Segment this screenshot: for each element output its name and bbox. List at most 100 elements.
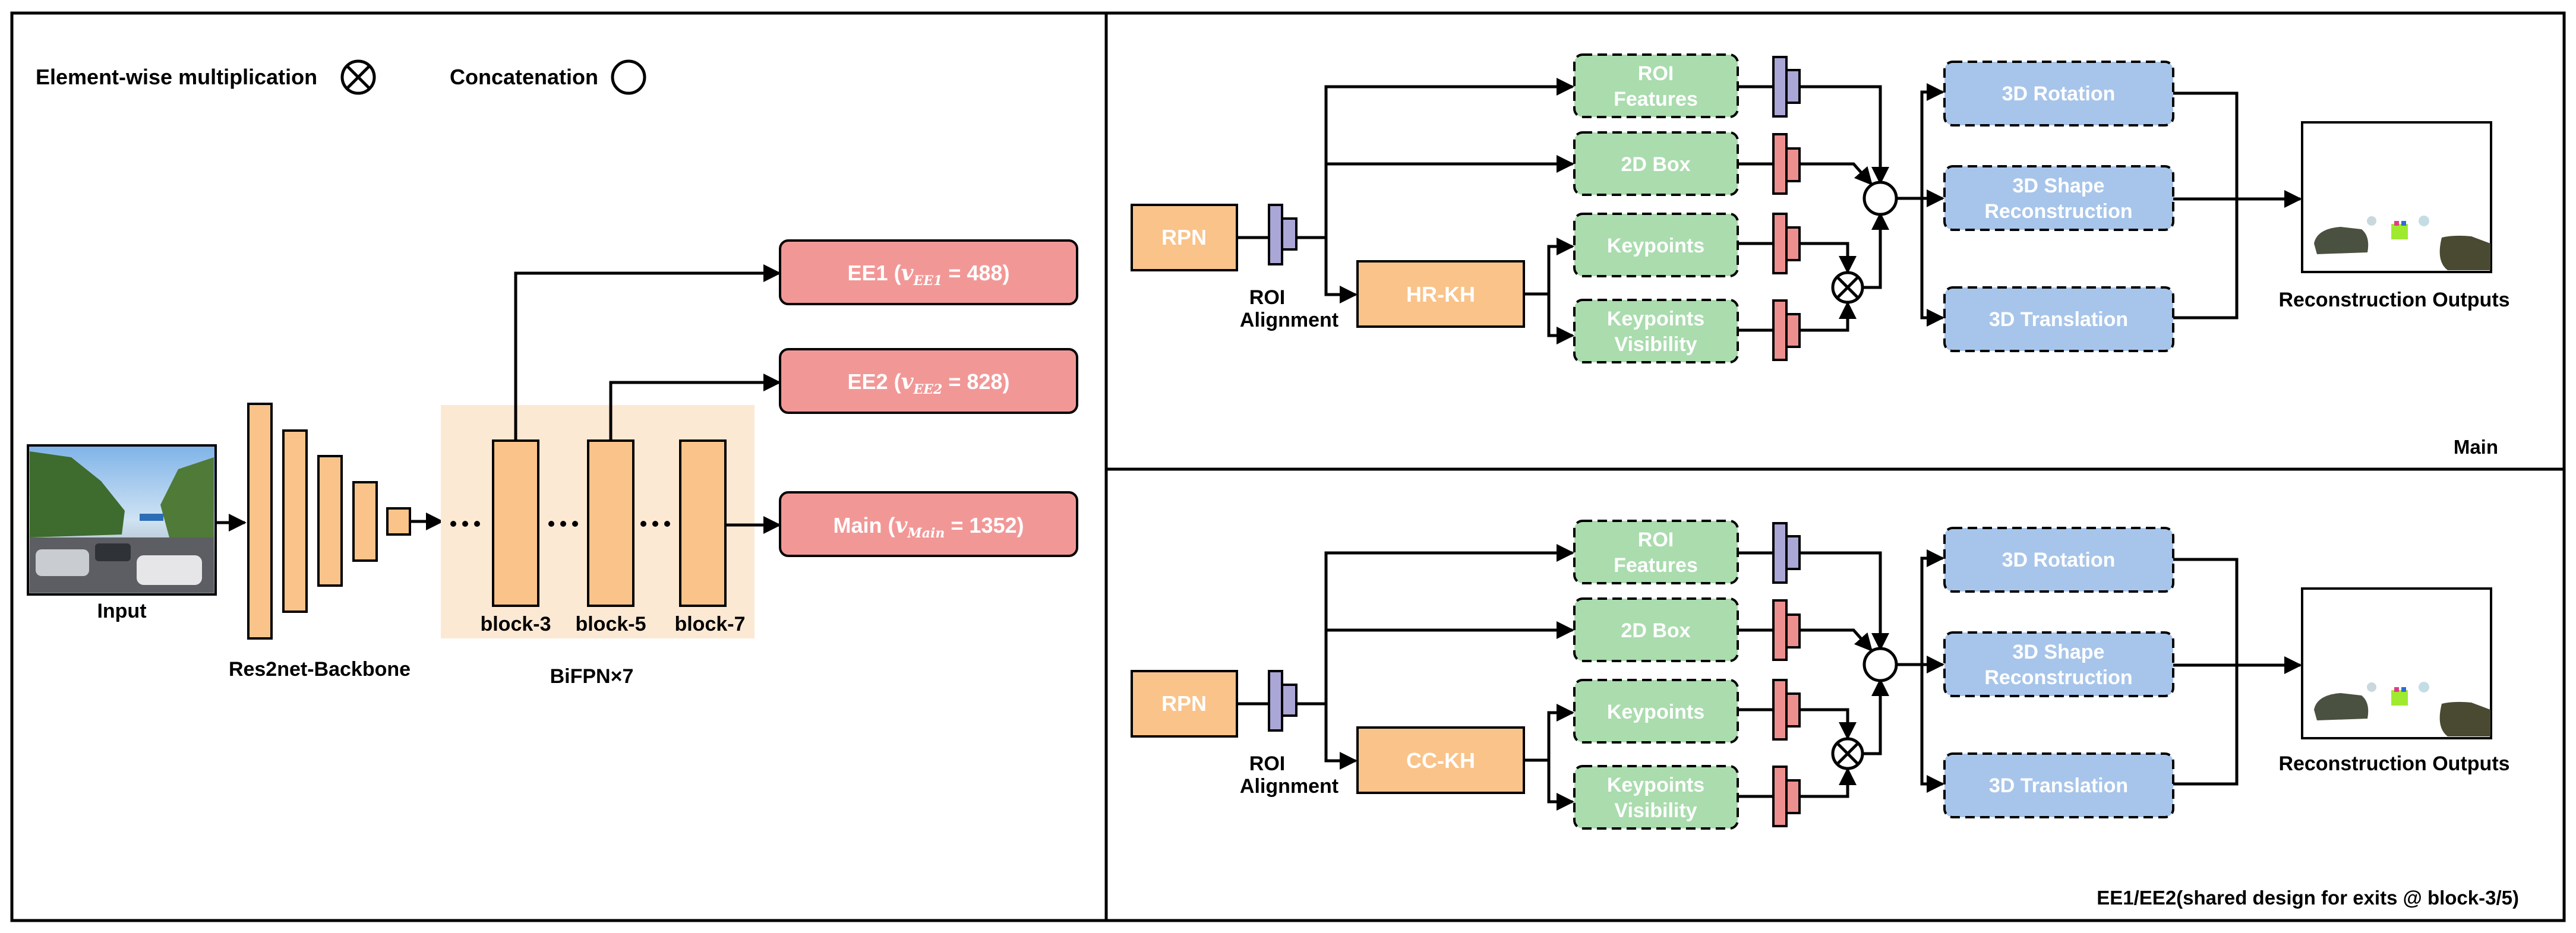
multiplication-legend-label: Element-wise multiplication xyxy=(36,65,317,89)
roi-align-block xyxy=(1281,217,1298,251)
arrow xyxy=(1547,294,1574,344)
arrow xyxy=(1800,85,1889,185)
arrow xyxy=(1800,628,1873,652)
arrow xyxy=(1920,198,1944,327)
reconstruction-image xyxy=(2301,587,2492,739)
hr-kh-box xyxy=(1356,260,1525,328)
feature-block xyxy=(1785,69,1801,104)
feature-block xyxy=(1785,613,1801,649)
connector xyxy=(2173,199,2239,320)
panel-caption: EE1/EE2(shared design for exits @ block-… xyxy=(2097,887,2519,909)
arrow xyxy=(1547,238,1574,294)
3d-rotation-box xyxy=(1943,527,2174,593)
panel-caption: Main xyxy=(2454,436,2498,458)
arrow xyxy=(1800,551,1889,651)
feature-block xyxy=(1785,779,1801,814)
feature-block xyxy=(1772,522,1788,584)
connector xyxy=(2173,91,2239,199)
roi-align-block xyxy=(1268,670,1283,732)
arrow xyxy=(1862,212,1889,289)
input-label: Input xyxy=(97,600,146,622)
feature-block xyxy=(1772,679,1788,741)
arrow xyxy=(609,374,781,441)
feature-block xyxy=(1785,226,1801,261)
concat-node xyxy=(1862,647,1898,682)
feature-block xyxy=(1785,313,1801,348)
legend: Element-wise multiplication Concatenatio… xyxy=(36,59,646,95)
feature-label: Keypoints xyxy=(1607,701,1704,723)
output-label: 3D Rotation xyxy=(2002,549,2116,571)
backbone-section: Input Res2net-Backbone block-3 block-5 b… xyxy=(27,239,1078,688)
arrow xyxy=(1324,238,1358,303)
exit-ee1-text: EE1 (vEE1 = 488) xyxy=(848,261,1010,289)
block-label: block-7 xyxy=(674,613,745,635)
arrow xyxy=(1324,78,1574,238)
feature-block xyxy=(1785,535,1801,570)
head-label: HR-KH xyxy=(1406,282,1475,306)
arrow xyxy=(1324,704,1358,770)
arrow xyxy=(1547,760,1574,811)
connector xyxy=(2173,558,2239,665)
bifpn-block-5 xyxy=(587,439,634,607)
backbone-stage xyxy=(317,455,343,587)
output-label: 3D Rotation xyxy=(2002,83,2116,105)
3d-shape-box xyxy=(1943,631,2174,697)
concatenation-legend-label: Concatenation xyxy=(450,65,598,89)
concat-icon xyxy=(611,59,646,95)
arrow xyxy=(1800,301,1857,332)
arrow xyxy=(514,264,781,441)
block-label: block-5 xyxy=(575,613,646,635)
feature-block xyxy=(1772,299,1788,361)
arrow xyxy=(1920,665,1944,793)
block-label: block-3 xyxy=(480,613,551,635)
backbone-stage xyxy=(386,507,411,536)
3d-rotation-box xyxy=(1943,61,2174,126)
arrow xyxy=(1547,704,1574,760)
3d-shape-box xyxy=(1943,165,2174,231)
backbone-label: Res2net-Backbone xyxy=(229,658,411,681)
feature-block xyxy=(1785,692,1801,728)
reconstruction-outputs-label: Reconstruction Outputs xyxy=(2278,752,2509,775)
feature-label: 2D Box xyxy=(1621,619,1690,642)
bifpn-block-3 xyxy=(492,439,539,607)
rpn-label: RPN xyxy=(1161,691,1207,716)
exit-box-main: Main (vMain = 1352) xyxy=(779,491,1078,557)
arrow xyxy=(1800,242,1857,274)
arrow xyxy=(1920,83,1944,198)
feature-label: 2D Box xyxy=(1621,153,1690,176)
roi-align-block xyxy=(1281,684,1298,717)
connector xyxy=(2173,665,2239,786)
input-image xyxy=(27,444,217,596)
multiply-node xyxy=(1831,271,1864,304)
multiply-node xyxy=(1831,737,1864,770)
backbone-stages xyxy=(247,403,411,640)
arrow xyxy=(1800,767,1857,798)
feature-block xyxy=(1772,599,1788,661)
backbone-stage xyxy=(352,481,378,562)
exit-box-ee2: EE2 (vEE2 = 828) xyxy=(779,348,1078,414)
head-label: CC-KH xyxy=(1406,748,1475,773)
feature-block xyxy=(1772,56,1788,118)
ellipsis-dots xyxy=(450,521,670,527)
feature-block xyxy=(1772,766,1788,827)
arrow xyxy=(1920,549,1944,665)
reconstruction-image xyxy=(2301,121,2492,273)
outer-frame xyxy=(10,11,2566,922)
roi-align-block xyxy=(1268,204,1283,265)
feature-block xyxy=(1772,133,1788,195)
bifpn-block-7 xyxy=(679,439,727,607)
3d-translation-box xyxy=(1943,752,2174,818)
backbone-stage xyxy=(247,403,273,640)
rpn-label: RPN xyxy=(1161,225,1207,249)
bifpn-label: BiFPN×7 xyxy=(550,665,634,688)
